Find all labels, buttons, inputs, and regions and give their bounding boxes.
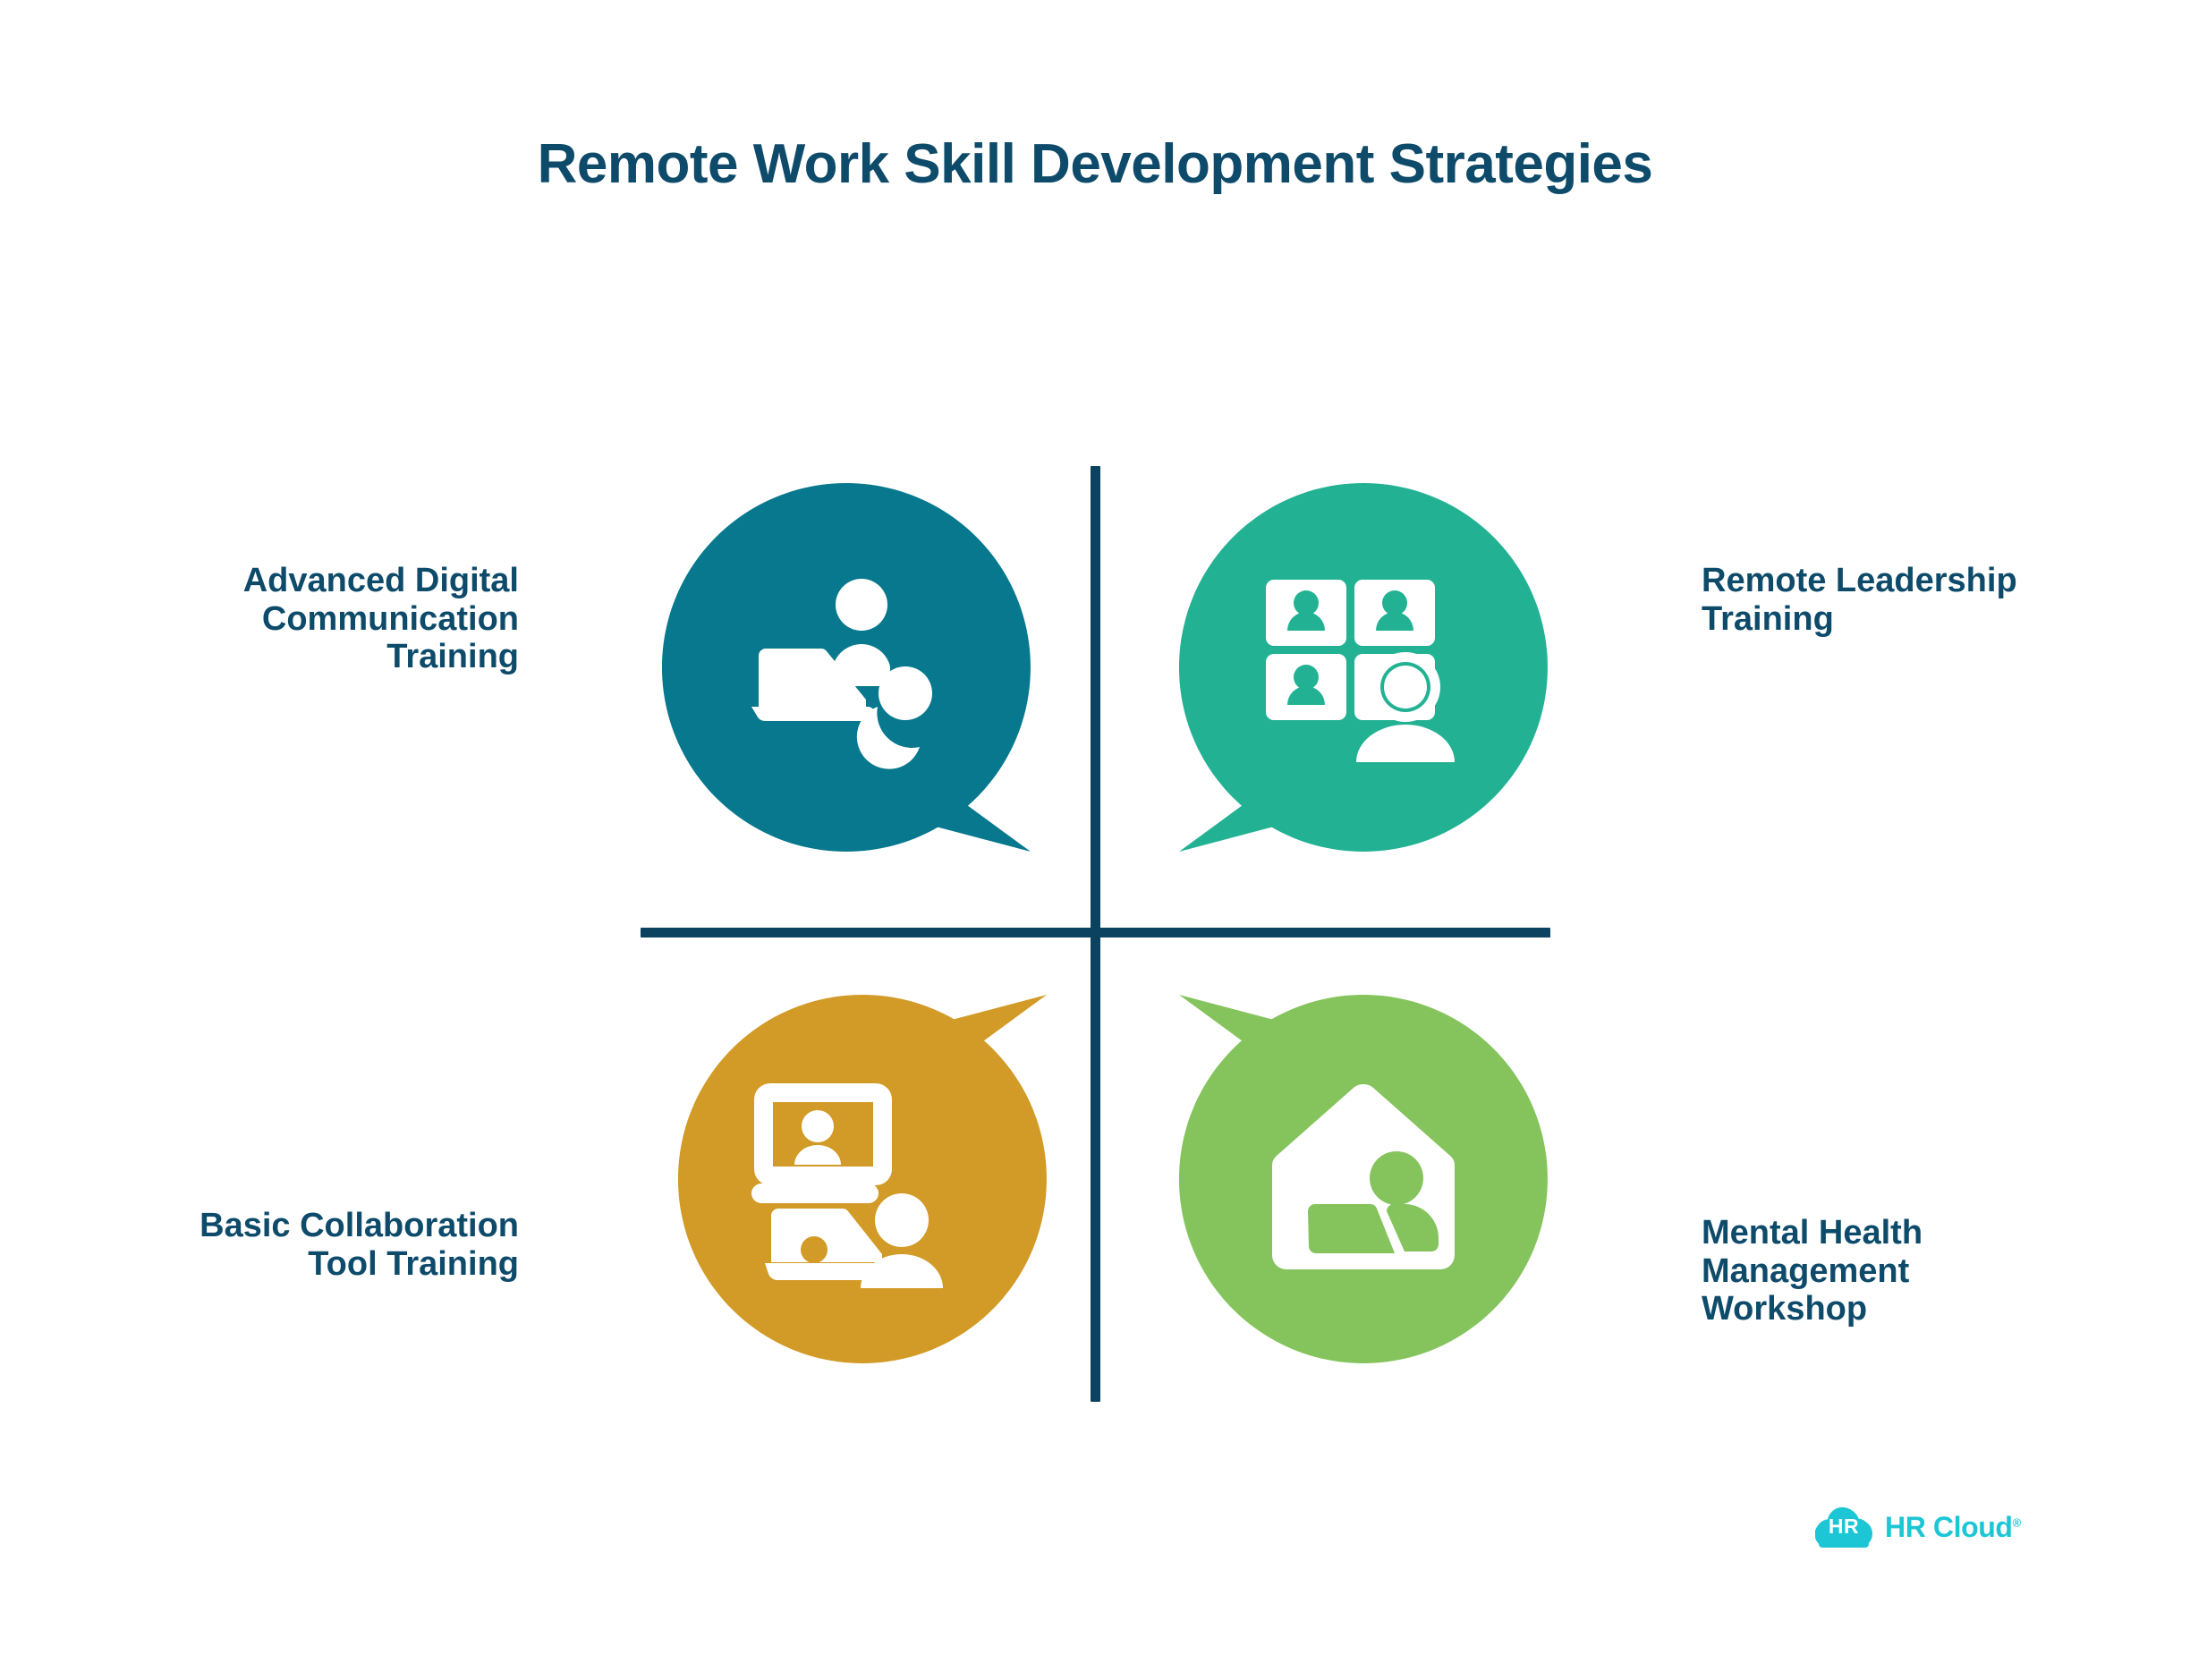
logo-wordmark: HR Cloud® [1885,1511,2021,1544]
logo-wordmark-text: HR Cloud [1885,1510,2013,1543]
label-line: Basic Collaboration [199,1207,519,1244]
divider-horizontal [641,928,1550,938]
cloud-icon: HR [1815,1506,1872,1548]
person-laptop-collaboration-icon [751,579,932,769]
quadrant-label-remote-leadership: Remote Leadership Training [1702,562,2122,638]
label-line: Training [386,638,519,676]
quadrant-bubble-basic-collaboration-tool[interactable] [677,995,1047,1363]
label-line: Advanced Digital [242,562,519,599]
label-line: Workshop [1702,1290,1868,1328]
label-line: Training [1702,599,1834,638]
cloud-icon-label: HR [1828,1514,1860,1538]
label-line: Communication [261,599,519,638]
label-line: Mental Health [1702,1214,1923,1252]
quadrant-label-mental-health-management: Mental Health Management Workshop [1702,1214,2122,1328]
quadrant-label-advanced-digital-communication: Advanced Digital Communication Training [107,562,519,676]
quadrant-bubble-advanced-digital-communication[interactable] [661,483,1031,852]
quadrant-bubble-mental-health-management[interactable] [1178,995,1548,1363]
label-line: Tool Training [308,1244,519,1283]
quadrant-bubble-remote-leadership[interactable] [1178,483,1548,852]
page-title: Remote Work Skill Development Strategies [537,133,1653,195]
label-line: Remote Leadership [1702,562,2017,599]
trademark-symbol: ® [2012,1515,2022,1529]
label-line: Management [1702,1252,1910,1290]
quadrant-label-basic-collaboration-tool: Basic Collaboration Tool Training [107,1207,519,1283]
hr-cloud-logo: HR HR Cloud® [1815,1506,2021,1548]
